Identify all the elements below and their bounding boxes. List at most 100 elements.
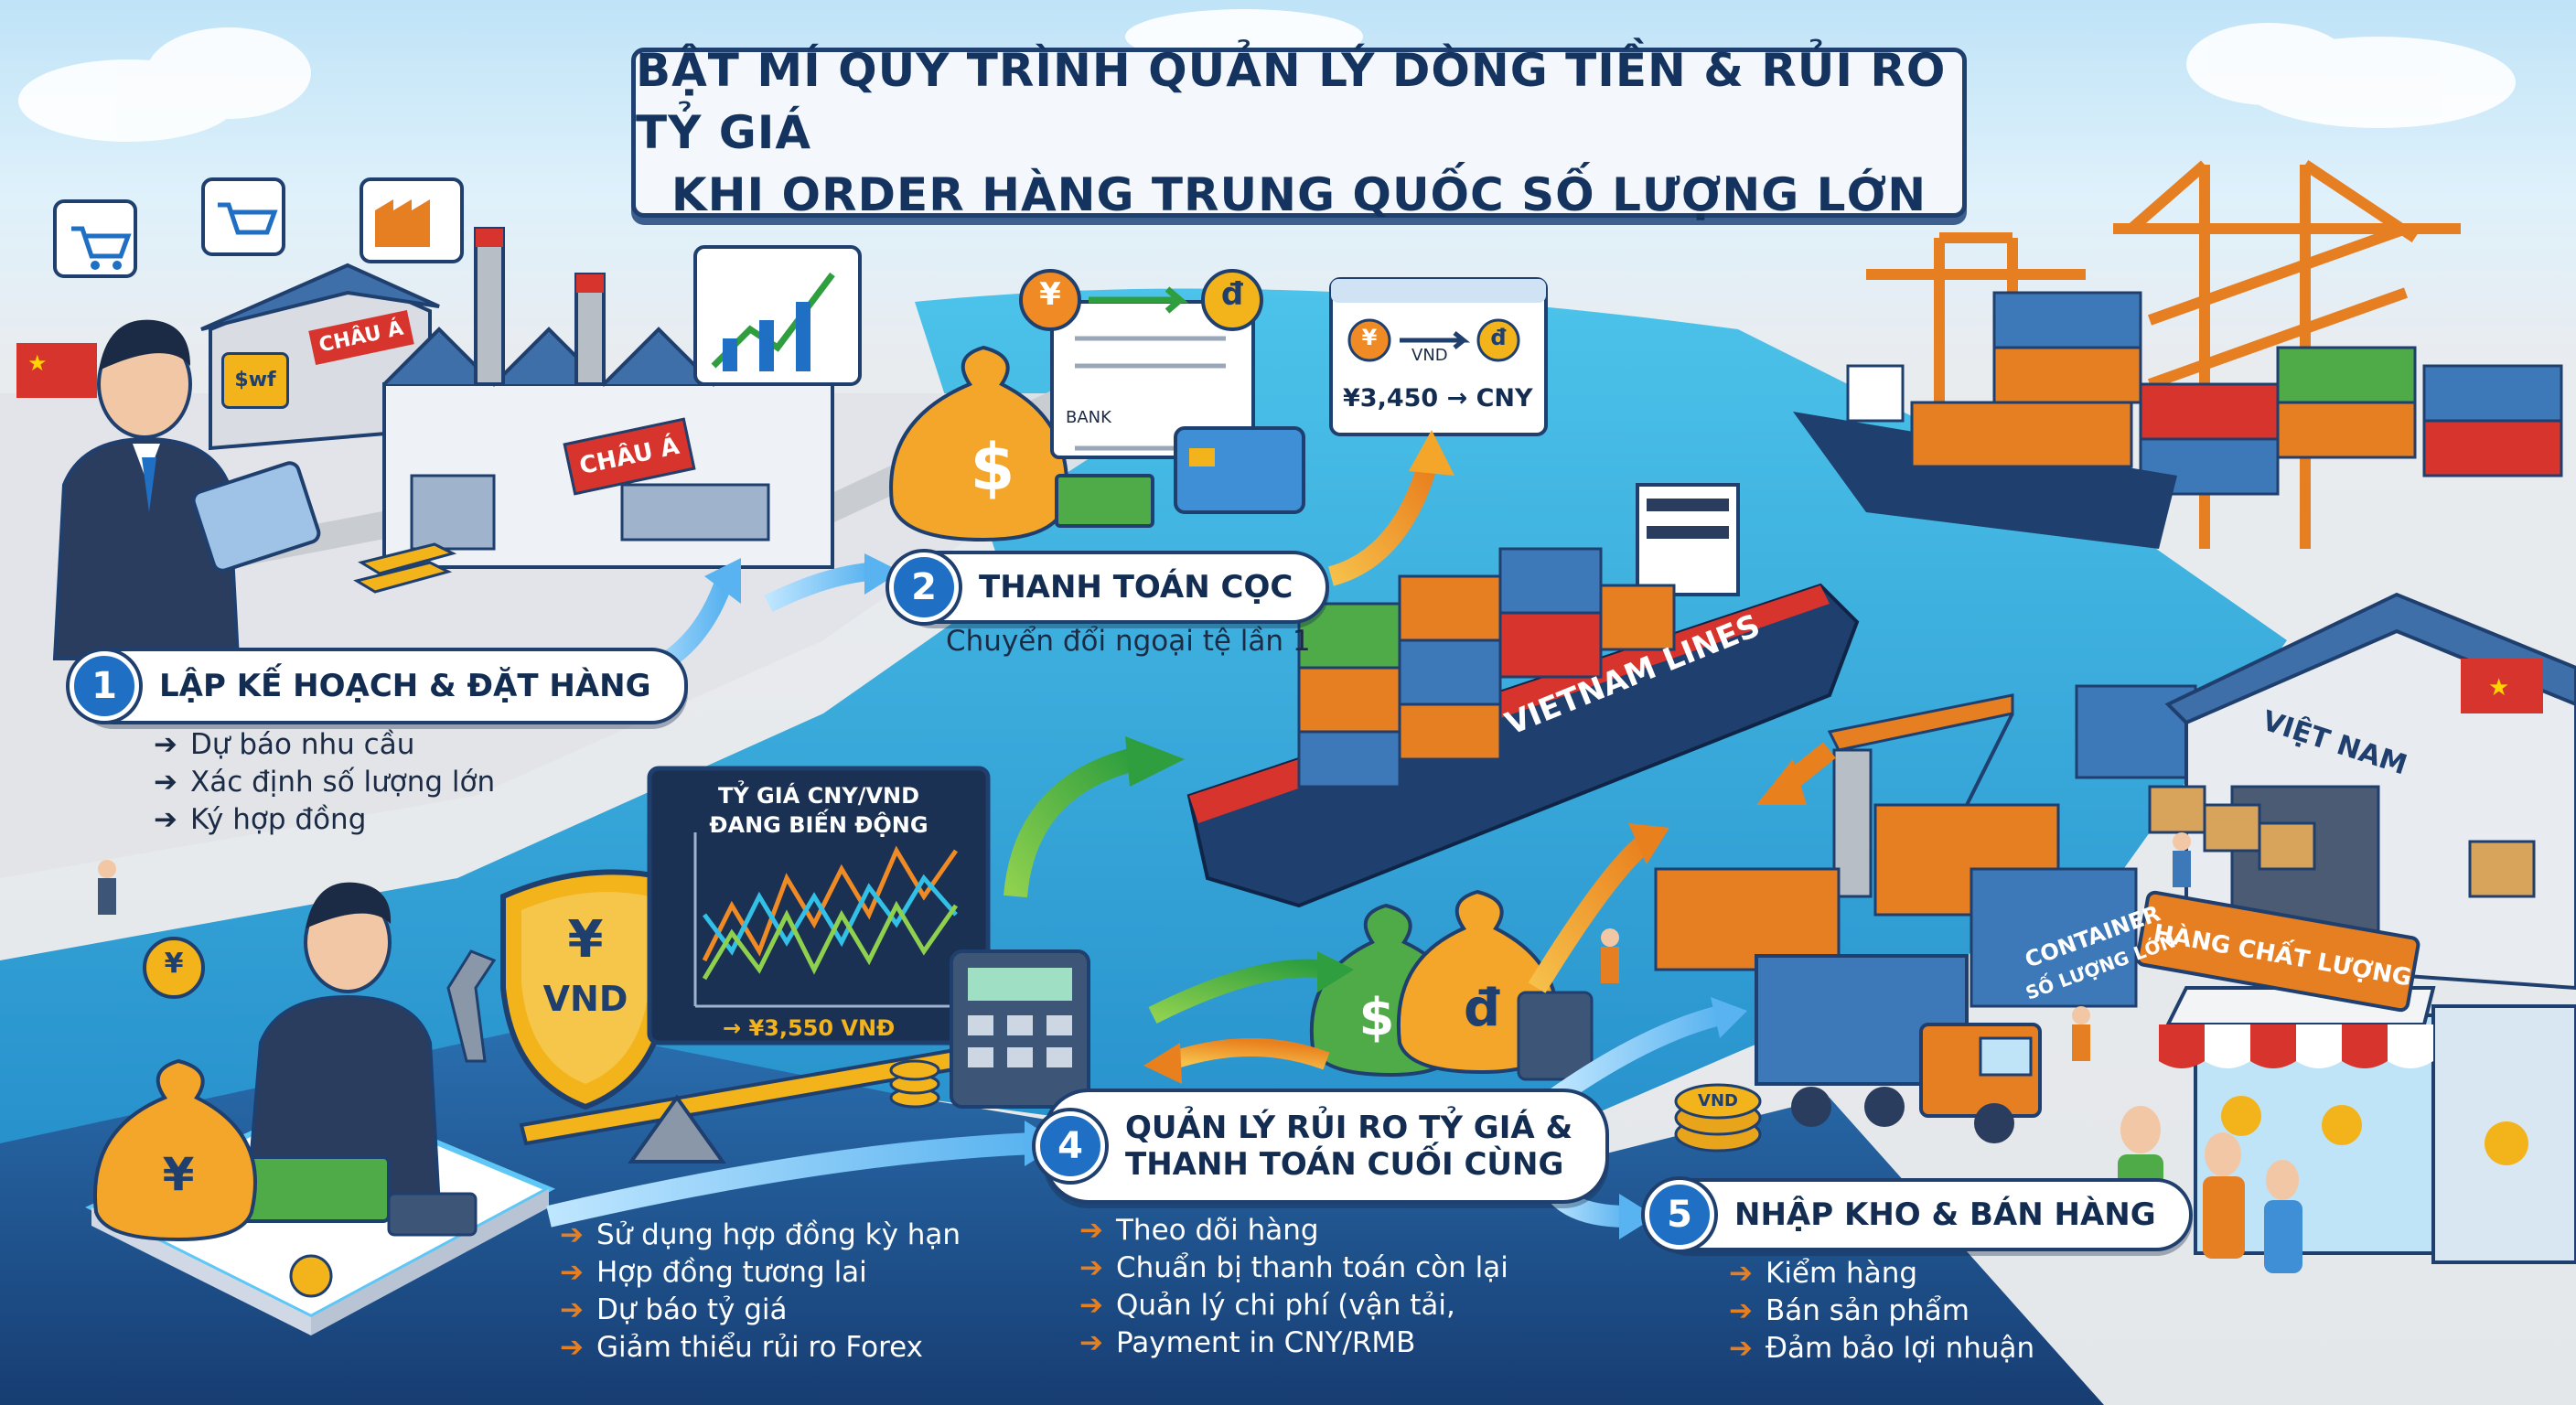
bag-dong-symbol: đ (1463, 979, 1501, 1038)
list-item: ➔Đảm bảo lợi nhuận (1729, 1332, 2035, 1365)
chart-title-2: ĐANG BIẾN ĐỘNG (709, 812, 928, 838)
businessman-planner (52, 319, 321, 660)
svg-text:★: ★ (2488, 674, 2509, 702)
step-4-pill: 4 QUẢN LÝ RỦI RO TỶ GIÁ & THANH TOÁN CUỐ… (1036, 1089, 1610, 1204)
docked-cargo-ship (1793, 364, 2177, 549)
clouds (18, 9, 2516, 142)
step-1-bullets: ➔Dự báo nhu cầu ➔Xác định số lượng lớn ➔… (154, 726, 495, 839)
step-2-number: 2 (889, 552, 959, 622)
step-4-title: QUẢN LÝ RỦI RO TỶ GIÁ & THANH TOÁN CUỐI … (1125, 1110, 1572, 1183)
credit-card (1174, 426, 1305, 514)
list-item: ➔Giảm thiểu rủi ro Forex (560, 1331, 924, 1364)
seesaw-scale (519, 1040, 1004, 1164)
ship-containers (1297, 547, 1676, 788)
yen-coin-left (143, 937, 205, 999)
list-item: ➔Dự báo nhu cầu (154, 728, 415, 761)
vietnam-flag: ★ (2461, 659, 2543, 713)
flow-arrows (546, 430, 1836, 1239)
rate-card-rate: ¥3,450 → CNY (1343, 384, 1533, 413)
shopping-cart-icon-card-2 (201, 177, 285, 256)
step-2-subtitle: Chuyển đổi ngoại tệ lần 1 (946, 625, 1311, 658)
dock-workers (98, 832, 2191, 1061)
container-truck (1755, 954, 2042, 1143)
step-1-title: LẬP KẾ HOẠCH & ĐẶT HÀNG (159, 668, 651, 704)
arrow-icon: ➔ (1079, 1214, 1103, 1247)
yen-to-dong-exchange-top (1019, 269, 1263, 331)
list-item: ➔Quản lý chi phí (vận tải, (1079, 1289, 1455, 1322)
shop-awning (2159, 1024, 2433, 1068)
list-item: ➔Hợp đồng tương lai (560, 1256, 867, 1289)
port-container-stacks (1992, 291, 2563, 496)
dong-coin-symbol-top: đ (1220, 276, 1244, 313)
step-3-bullets: ➔Sử dụng hợp đồng kỳ hạn ➔Hợp đồng tương… (560, 1217, 961, 1367)
step-5-title: NHẬP KHO & BÁN HÀNG (1734, 1196, 2156, 1233)
arrow-icon: ➔ (1079, 1326, 1103, 1359)
yen-coin-symbol-top: ¥ (1039, 276, 1061, 313)
calculator (950, 949, 1090, 1109)
arrow-icon: ➔ (154, 728, 177, 761)
list-item: ➔Xác định số lượng lớn (154, 766, 496, 799)
title-line-1: BẬT MÍ QUY TRÌNH QUẢN LÝ DÒNG TIỀN & RỦI… (636, 44, 1947, 159)
sea-lower (0, 1024, 2104, 1405)
chart-title-1: TỶ GIÁ CNY/VND (717, 783, 920, 809)
step-2-title: THANH TOÁN CỌC (979, 569, 1293, 606)
factory-icon-card (360, 177, 464, 263)
arrow-icon: ➔ (560, 1331, 584, 1364)
coin-yen-symbol: ¥ (164, 948, 184, 980)
arrow-icon: ➔ (1729, 1294, 1753, 1327)
shopping-cart-icon-card (53, 199, 137, 278)
retail-shop (2135, 890, 2576, 1264)
money-sign: $wf (221, 352, 289, 409)
arrow-bags-green (1148, 959, 1328, 1024)
growth-chart-card (693, 245, 862, 386)
step-1-number: 1 (70, 651, 139, 721)
rate-card-vnd: VND (1411, 346, 1448, 365)
vnd-coin-stack (1674, 1083, 1762, 1153)
list-item: ➔Sử dụng hợp đồng kỳ hạn (560, 1218, 961, 1251)
deposit-bag-dollar: $ (970, 430, 1015, 505)
bank-label: BANK (1066, 408, 1111, 427)
list-item: ➔Kiểm hàng (1729, 1257, 1918, 1290)
step-2-pill: 2 THANH TOÁN CỌC (889, 551, 1330, 624)
step-1-pill: 1 LẬP KẾ HOẠCH & ĐẶT HÀNG (70, 648, 688, 724)
arrow-bags-orange (1167, 1038, 1330, 1070)
arrow-icon: ➔ (1729, 1332, 1753, 1365)
title-line-2: KHI ORDER HÀNG TRUNG QUỐC SỐ LƯỢNG LỚN (671, 168, 1927, 221)
arrow-ship-right (1528, 833, 1653, 993)
coin-stack (889, 1059, 940, 1109)
step-5-bullets: ➔Kiểm hàng ➔Bán sản phẩm ➔Đảm bảo lợi nh… (1729, 1255, 2034, 1367)
svg-text:★: ★ (27, 350, 48, 376)
shield-vnd: VND (542, 979, 628, 1019)
fx-chart-board (647, 766, 991, 1046)
businessman-risk-manager (244, 882, 497, 1209)
list-item: ➔Chuẩn bị thanh toán còn lại (1079, 1251, 1508, 1284)
rate-card (1329, 277, 1548, 436)
step-4-bullets: ➔Theo dõi hàng ➔Chuẩn bị thanh toán còn … (1079, 1212, 1508, 1362)
vietnam-lines-ship (1186, 483, 1860, 908)
rate-card-dong: đ (1490, 325, 1507, 350)
shield-yen: ¥ (567, 910, 604, 970)
arrow-truck-up (1549, 1005, 1723, 1107)
arrow-3-to-4 (546, 1132, 1035, 1228)
step-5-pill: 5 NHẬP KHO & BÁN HÀNG (1645, 1178, 2193, 1251)
arrow-2-to-rate (1327, 463, 1437, 586)
bag-yen-symbol: ¥ (162, 1148, 195, 1201)
bag-dollar-symbol: $ (1358, 988, 1395, 1047)
arrow-icon: ➔ (154, 803, 177, 836)
step-4-title-line-2: THANH TOÁN CUỐI CÙNG (1125, 1146, 1564, 1183)
step-5-number: 5 (1645, 1180, 1714, 1249)
list-item: ➔Bán sản phẩm (1729, 1294, 1970, 1327)
boxes (2148, 785, 2536, 898)
arrow-icon: ➔ (1079, 1289, 1103, 1322)
arrow-icon: ➔ (1729, 1257, 1753, 1290)
vnd-coin-label: VND (1698, 1091, 1738, 1110)
title-banner: BẬT MÍ QUY TRÌNH QUẢN LÝ DÒNG TIỀN & RỦI… (631, 44, 1967, 221)
list-item: ➔Ký hợp đồng (154, 803, 367, 836)
list-item: ➔Theo dõi hàng (1079, 1214, 1319, 1247)
arrow-icon: ➔ (560, 1293, 584, 1326)
currency-shield (500, 869, 671, 1110)
step-4-title-line-1: QUẢN LÝ RỦI RO TỶ GIÁ & (1125, 1110, 1573, 1146)
bank-document (1050, 300, 1255, 459)
rate-card-yen: ¥ (1361, 325, 1378, 350)
